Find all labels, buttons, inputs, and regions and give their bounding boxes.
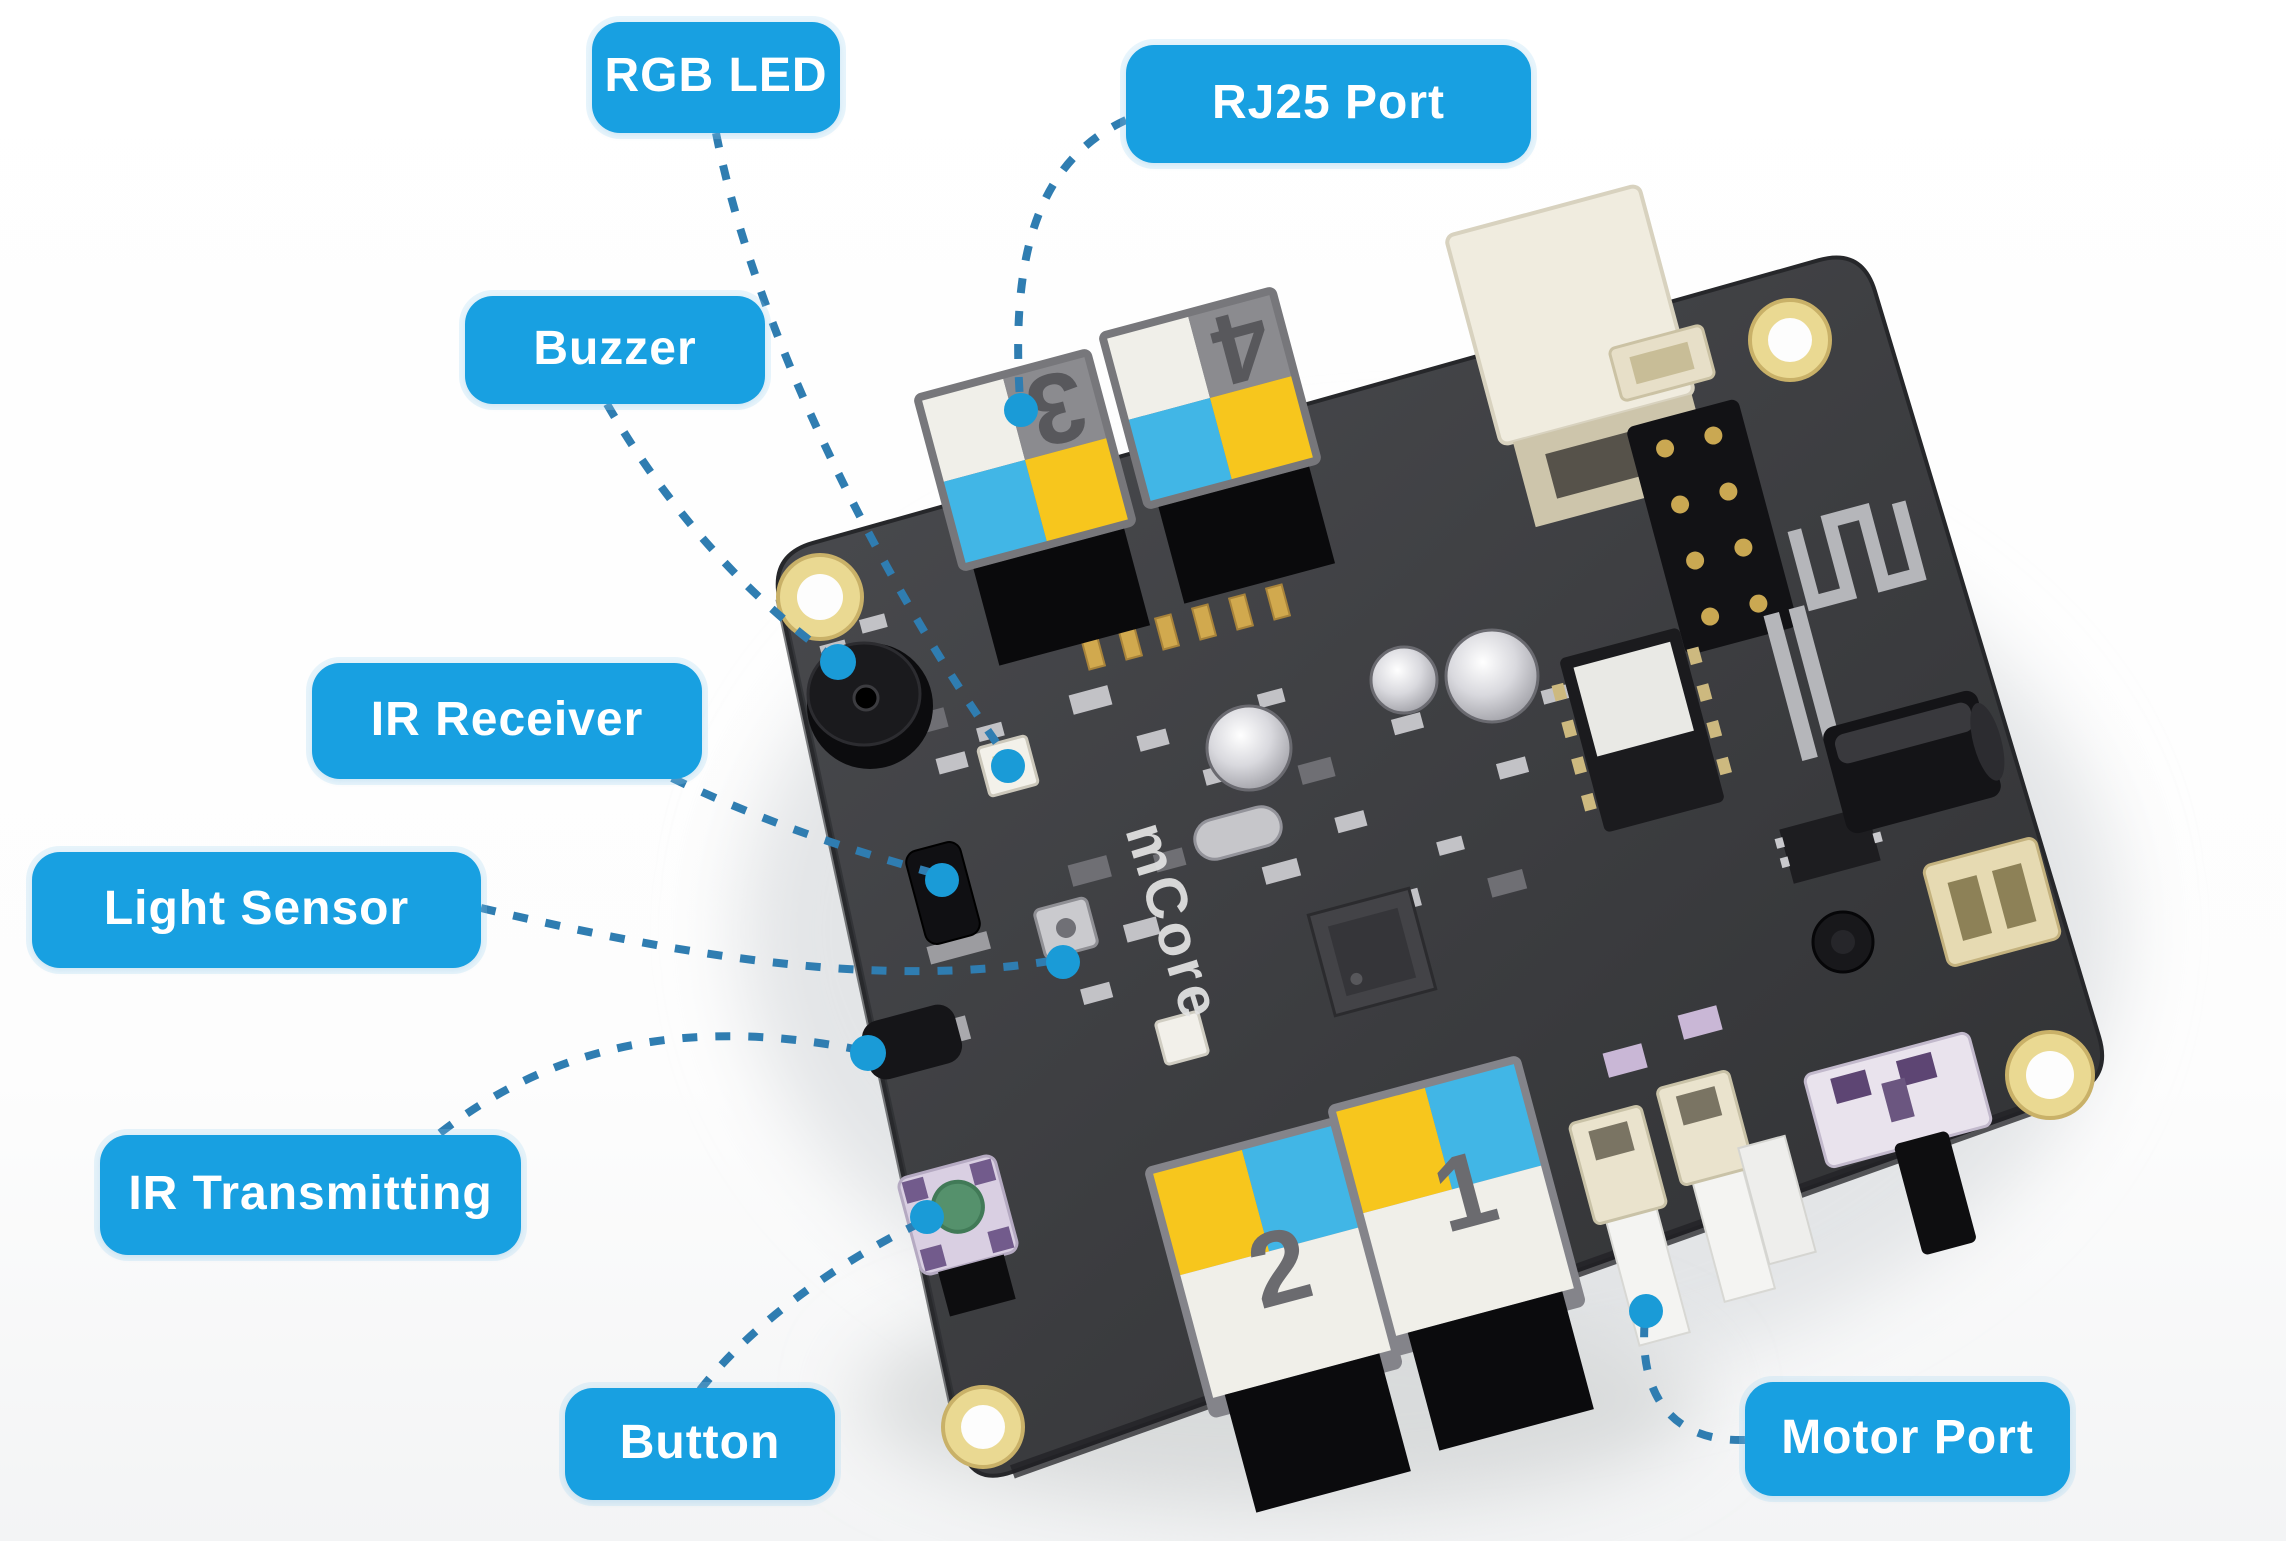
callout-lines bbox=[437, 116, 1746, 1445]
mcu-chip bbox=[1306, 886, 1438, 1018]
callout-dot-light-sensor bbox=[1046, 945, 1080, 979]
label-ir-receiver: IR Receiver bbox=[312, 663, 702, 779]
label-rgb-led: RGB LED bbox=[592, 22, 840, 133]
rj25-port-3: 3 bbox=[914, 347, 1151, 666]
label-ir-transmitting: IR Transmitting bbox=[100, 1135, 521, 1255]
mounting-hole-bottom-left bbox=[941, 1385, 1025, 1469]
label-light-sensor: Light Sensor bbox=[32, 852, 481, 968]
callout-line-rj25-port bbox=[1014, 116, 1128, 401]
rj25-port-1: 1 bbox=[1328, 1056, 1594, 1451]
rj25-port-4: 4 bbox=[1099, 285, 1336, 604]
label-ir-transmitting-text: IR Transmitting bbox=[128, 1166, 493, 1220]
mounting-hole-top-left bbox=[776, 553, 864, 641]
callout-line-ir-transmitting bbox=[437, 1032, 861, 1137]
label-rj25-port: RJ25 Port bbox=[1126, 45, 1531, 163]
pin-header bbox=[1627, 399, 1797, 655]
capacitors bbox=[1205, 628, 1540, 792]
crystal-oscillator bbox=[1193, 805, 1283, 861]
callout-dot-ir-receiver bbox=[925, 863, 959, 897]
callout-dot-buzzer bbox=[820, 644, 856, 680]
inductor bbox=[1811, 910, 1875, 974]
rj25-port-2: 2 bbox=[1145, 1118, 1411, 1513]
label-buzzer: Buzzer bbox=[465, 296, 765, 404]
callout-dots bbox=[820, 393, 1663, 1328]
label-button: Button bbox=[565, 1388, 835, 1500]
power-switch bbox=[1803, 1031, 1993, 1255]
callout-dot-motor-port bbox=[1629, 1294, 1663, 1328]
label-motor-port: Motor Port bbox=[1745, 1382, 2070, 1496]
label-buzzer-text: Buzzer bbox=[533, 321, 697, 375]
dc-power-jack bbox=[1823, 690, 2005, 834]
motor-driver-chip bbox=[1551, 628, 1732, 832]
label-motor-port-text: Motor Port bbox=[1781, 1410, 2034, 1464]
label-ir-receiver-text: IR Receiver bbox=[370, 692, 644, 746]
callout-dot-rgb-led bbox=[991, 749, 1025, 783]
callout-dot-button bbox=[910, 1200, 944, 1234]
power-led-component bbox=[1608, 324, 1716, 402]
callout-line-ir-receiver bbox=[670, 774, 938, 878]
motor-port-connectors bbox=[1568, 1005, 1817, 1347]
label-button-text: Button bbox=[619, 1415, 781, 1469]
mounting-hole-bottom-right bbox=[2005, 1030, 2095, 1120]
light-sensor-component bbox=[1033, 896, 1099, 960]
callout-line-rgb-led bbox=[712, 132, 1007, 755]
gold-pin-row bbox=[1079, 583, 1292, 671]
buzzer-component bbox=[806, 641, 933, 769]
wifi-antenna-trace bbox=[1763, 500, 1927, 761]
rgb-led-2-component bbox=[1154, 1010, 1210, 1066]
callout-line-button bbox=[696, 1218, 924, 1393]
mounting-hole-top-right bbox=[1748, 298, 1832, 382]
label-rgb-led-text: RGB LED bbox=[604, 49, 828, 102]
callout-dot-rj25-port bbox=[1004, 393, 1038, 427]
label-rj25-port-text: RJ25 Port bbox=[1211, 75, 1446, 129]
label-light-sensor-text: Light Sensor bbox=[103, 881, 410, 935]
callout-line-light-sensor bbox=[480, 904, 1057, 976]
battery-connector bbox=[1922, 837, 2062, 967]
callout-dot-ir-transmitting bbox=[850, 1035, 886, 1071]
button-component bbox=[897, 1154, 1019, 1317]
callout-line-buzzer bbox=[603, 402, 835, 661]
